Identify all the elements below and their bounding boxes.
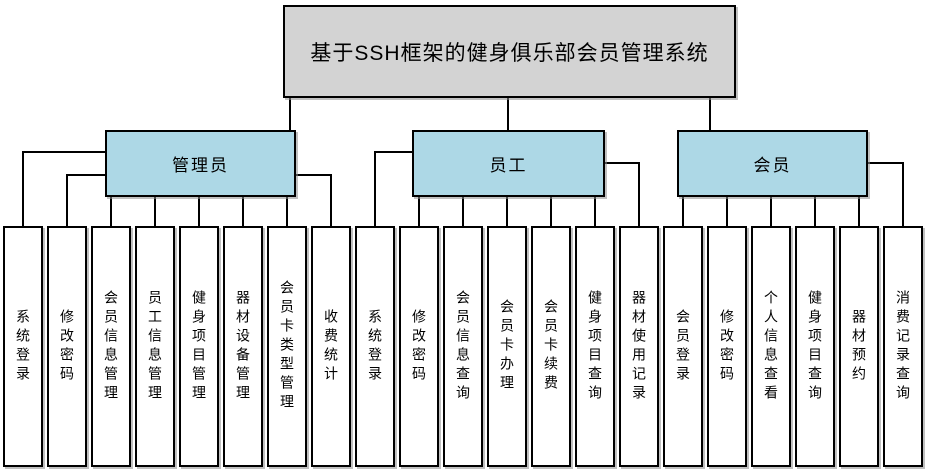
leaf-staff-system-login: 系统登录 — [355, 226, 395, 467]
group-node-admin-label: 管理员 — [172, 156, 229, 175]
leaf-admin-system-login: 系统登录 — [3, 226, 43, 467]
leaf-admin-fitness-item-mgmt: 健身项目管理 — [179, 226, 219, 467]
root-node-label: 基于SSH框架的健身俱乐部会员管理系统 — [310, 41, 709, 65]
group-node-member: 会员 — [677, 130, 868, 197]
leaf-staff-fitness-query: 健身项目查询 — [575, 226, 615, 467]
leaf-admin-member-info-mgmt: 会员信息管理 — [91, 226, 131, 467]
leaf-staff-card-renewal: 会员卡续费 — [531, 226, 571, 467]
group-node-staff: 员工 — [412, 130, 605, 197]
leaf-admin-equipment-mgmt: 器材设备管理 — [223, 226, 263, 467]
leaf-admin-staff-info-mgmt: 员工信息管理 — [135, 226, 175, 467]
leaf-admin-fee-statistics: 收费统计 — [311, 226, 351, 467]
leaf-member-login: 会员登录 — [663, 226, 703, 467]
leaf-admin-card-type-mgmt: 会员卡类型管理 — [267, 226, 307, 467]
leaf-staff-equipment-usage: 器材使用记录 — [619, 226, 659, 467]
leaf-member-change-password: 修改密码 — [707, 226, 747, 467]
group-node-admin: 管理员 — [105, 130, 296, 197]
leaf-staff-member-info-query: 会员信息查询 — [443, 226, 483, 467]
leaf-staff-change-password: 修改密码 — [399, 226, 439, 467]
leaf-admin-change-password: 修改密码 — [47, 226, 87, 467]
group-node-staff-label: 员工 — [489, 156, 528, 175]
leaf-member-consume-records: 消费记录查询 — [883, 226, 923, 467]
leaf-member-fitness-query: 健身项目查询 — [795, 226, 835, 467]
leaf-staff-card-issue: 会员卡办理 — [487, 226, 527, 467]
leaf-member-equipment-book: 器材预约 — [839, 226, 879, 467]
root-node: 基于SSH框架的健身俱乐部会员管理系统 — [283, 5, 736, 98]
group-node-member-label: 会员 — [753, 156, 792, 175]
leaf-member-personal-info: 个人信息查看 — [751, 226, 791, 467]
